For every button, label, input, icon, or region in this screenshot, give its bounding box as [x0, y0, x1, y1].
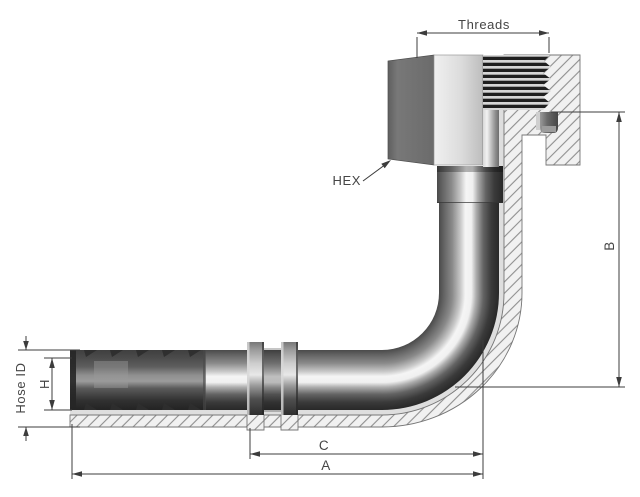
h-label: H: [37, 379, 52, 389]
tube-vertical-run: [439, 203, 499, 293]
barb-reflection: [94, 361, 128, 388]
arrow-up: [616, 112, 622, 122]
arrow-right: [473, 471, 483, 477]
pilot-highlight: [536, 112, 540, 130]
hex-left-facet: [387, 54, 435, 166]
hex-label: HEX: [332, 173, 361, 188]
collar-rings: [247, 342, 298, 415]
leader-hex: HEX: [332, 160, 391, 188]
arrow-down: [616, 377, 622, 387]
arrow-right: [539, 30, 549, 36]
arrow-left: [250, 451, 260, 457]
shank: [483, 110, 499, 167]
arrow-left: [417, 30, 427, 36]
hex-nut: [387, 54, 484, 166]
tube-collar: [437, 166, 503, 203]
threads: [483, 55, 551, 110]
dim-h: H: [37, 357, 72, 411]
barb-serrations: [84, 350, 201, 410]
hex-right-facet: [433, 54, 484, 166]
hose-id-label: Hose ID: [13, 362, 28, 413]
arrow-up: [49, 358, 55, 368]
b-label: B: [602, 241, 617, 251]
hose-barb: [70, 342, 298, 415]
arrow-right: [473, 451, 483, 457]
dim-threads: Threads: [416, 17, 550, 58]
shell-inner-wall: [70, 110, 504, 415]
ring-tab-section: [280, 415, 299, 431]
ring-tab-section: [246, 415, 265, 431]
dim-b: B: [455, 111, 625, 388]
collar-shadow: [437, 166, 503, 172]
tube-bend: [382, 293, 499, 410]
barb-taper-edge: [203, 350, 206, 410]
elbow-tube: [70, 166, 503, 410]
leader-arrow: [381, 160, 391, 169]
pilot-cap: [542, 126, 556, 132]
arrow-down: [23, 341, 29, 350]
dim-hose-id: Hose ID: [13, 336, 80, 441]
dim-a: A: [71, 424, 483, 479]
ring-gap-shadow: [264, 348, 281, 412]
barb-body: [70, 350, 205, 410]
arrow-up: [23, 427, 29, 436]
a-label: A: [321, 458, 331, 473]
threads-label: Threads: [458, 17, 510, 32]
arrow-down: [49, 400, 55, 410]
arrow-left: [72, 471, 82, 477]
dim-c: C: [249, 340, 484, 479]
thread-end: [483, 55, 558, 167]
barb-end-face: [70, 350, 76, 410]
dimensions: Threads HEX B Hose ID: [13, 17, 625, 479]
c-label: C: [319, 438, 329, 453]
